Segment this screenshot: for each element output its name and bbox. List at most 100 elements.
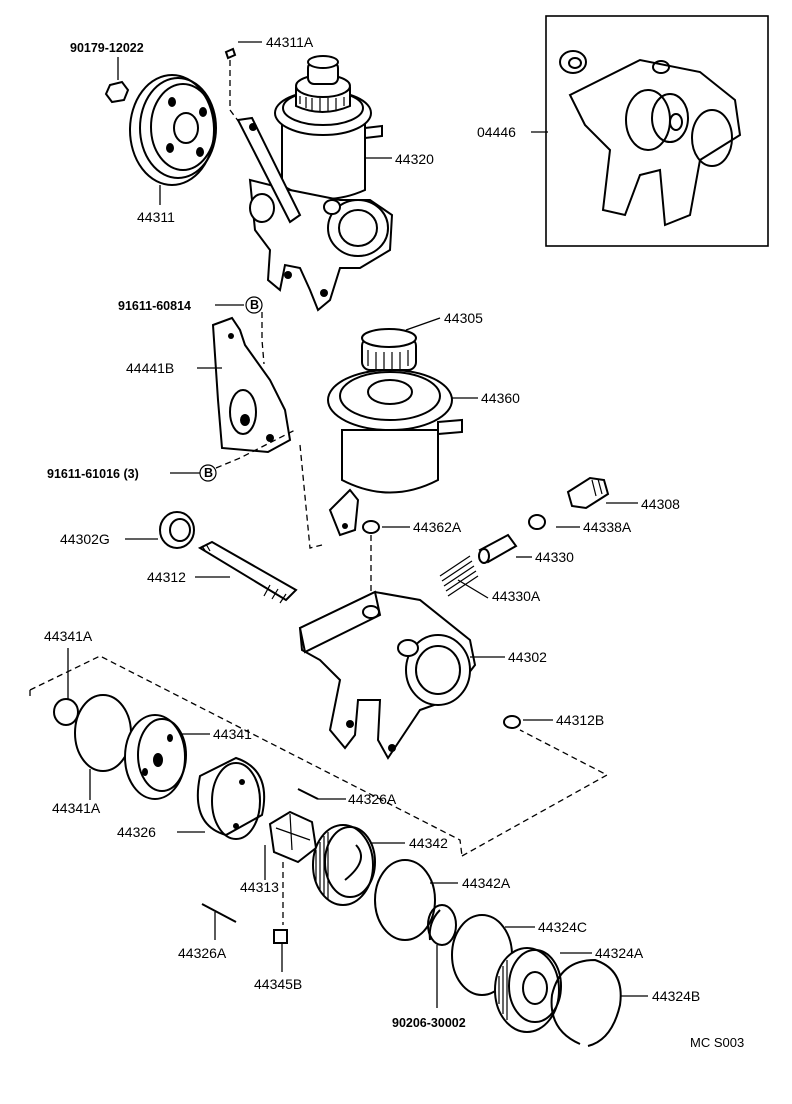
pulley-face: [150, 83, 216, 171]
bearing-44302G: [159, 511, 195, 549]
valve-44330-end: [478, 548, 490, 564]
gasket-kit-group: 04446: [477, 15, 769, 247]
label-44338A: 44338A: [583, 519, 632, 535]
bearing-44302G-inner: [169, 518, 191, 542]
marker-b-bot-text: B: [204, 466, 213, 480]
label-44302: 44302: [508, 649, 547, 665]
assembly-frame-upper: [29, 655, 463, 857]
label-44326: 44326: [117, 824, 156, 840]
key-group: 44311A: [224, 34, 314, 131]
plate-44341-face: [137, 718, 187, 792]
snap-ring-44324B: [550, 958, 622, 1047]
plate-44341-port: [142, 768, 148, 776]
pin-44326A-top: [297, 788, 319, 800]
o-ring-44338A: [528, 514, 546, 530]
gasket-sheet: [568, 58, 742, 227]
bolt-path-top: [261, 312, 265, 365]
pump-body-port: [362, 605, 380, 619]
cover-44324A-hub: [522, 971, 548, 1005]
marker-b-top: [245, 296, 263, 314]
reservoir-44360-pipe: [437, 418, 463, 436]
label-91611-61016: 91611-61016 (3): [47, 467, 139, 481]
reservoir-group: 44305 44360: [299, 310, 520, 549]
plate-44341-port: [167, 734, 173, 742]
bracket-plate: [211, 316, 292, 454]
rotor-44313: [268, 810, 318, 864]
shaft-group: 44302G 44312: [60, 511, 298, 604]
vane-44345B: [273, 929, 288, 944]
seal-ring-inner: [568, 57, 582, 69]
label-44324B: 44324B: [652, 988, 700, 1004]
cam-ring-44326: [196, 756, 266, 837]
pulley-hole: [196, 147, 204, 157]
gasket-44342A: [374, 859, 436, 941]
label-91611-60814: 91611-60814: [118, 299, 191, 313]
pin-44326A-bot: [201, 903, 237, 923]
leader-44330A: [457, 579, 489, 599]
label-44324A: 44324A: [595, 945, 644, 961]
plate-44342-ribs: [315, 832, 329, 900]
bracket-hole: [240, 414, 250, 426]
pump-body-rail: [298, 590, 382, 654]
cover-44324A-face: [508, 949, 562, 1023]
rotor-44313-slots: [275, 813, 311, 851]
spring-44330A: [439, 555, 479, 597]
kit-box-frame: [545, 15, 769, 247]
fitting-44308-threads: [591, 478, 603, 497]
return-pipe: [364, 124, 383, 140]
reservoir-44360-body: [341, 429, 439, 494]
seal-ring: [559, 50, 587, 74]
label-44302G: 44302G: [60, 531, 110, 547]
reservoir-44360-hole: [342, 523, 348, 529]
label-44360: 44360: [481, 390, 520, 406]
pump-assembly: 44320: [236, 55, 434, 312]
ring-44312B: [503, 715, 521, 729]
label-44313: 44313: [240, 879, 279, 895]
clip-90206-ring: [427, 904, 457, 946]
bracket-hole: [266, 434, 274, 442]
label-44330A: 44330A: [492, 588, 541, 604]
label-90179-12022: 90179-12022: [70, 41, 144, 55]
label-44308: 44308: [641, 496, 680, 512]
pump-body-hole: [388, 744, 396, 752]
diagram-code: MC S003: [690, 1035, 744, 1050]
reservoir-44360-rim: [339, 371, 441, 421]
ring-44341A-small: [53, 698, 79, 726]
label-44341: 44341: [213, 726, 252, 742]
nut-icon: [104, 80, 130, 104]
bracket-group: 91611-60814 B 44441B 91611-61016 (3) B: [47, 296, 296, 482]
key-icon: [224, 47, 237, 60]
ring-44341A-large: [74, 694, 132, 772]
bracket-arm: [236, 116, 302, 224]
label-44312B: 44312B: [556, 712, 604, 728]
shaft-44312-serrations: [263, 584, 287, 604]
label-44341A-bot: 44341A: [52, 800, 101, 816]
cover-44324A-ribs: [498, 960, 508, 1020]
gasket-ring-mid: [651, 93, 689, 143]
internal-parts-group: 44341A 44341A 44341 44326 44326A 44313: [29, 628, 700, 1047]
plate-44341-port: [153, 753, 163, 767]
reservoir-path: [299, 444, 323, 549]
bracket-hole: [249, 123, 257, 131]
label-44441B: 44441B: [126, 360, 174, 376]
pump-body-hole: [346, 720, 354, 728]
cap-knob-top: [307, 55, 339, 69]
pump-body-boss: [397, 639, 419, 657]
label-44326A-bot: 44326A: [178, 945, 227, 961]
bolt-path-bot: [215, 429, 296, 469]
pulley-group: 90179-12022 44311: [70, 41, 217, 225]
assembly-frame-right: [461, 729, 609, 857]
label-90206-30002: 90206-30002: [392, 1016, 466, 1030]
pulley-hole: [168, 97, 176, 107]
cam-ring-44326-hole: [233, 823, 239, 829]
label-44330: 44330: [535, 549, 574, 565]
plate-44342-groove: [344, 844, 363, 881]
housing-hole: [320, 289, 328, 297]
o-ring-44362A: [362, 520, 380, 534]
marker-b-bot: [199, 464, 217, 482]
o-ring: [691, 109, 733, 167]
housing-bolt: [323, 199, 341, 215]
valve-group: 44308 44338A 44330 44330A 44362A: [362, 476, 680, 610]
cap-44305-top: [361, 328, 417, 348]
